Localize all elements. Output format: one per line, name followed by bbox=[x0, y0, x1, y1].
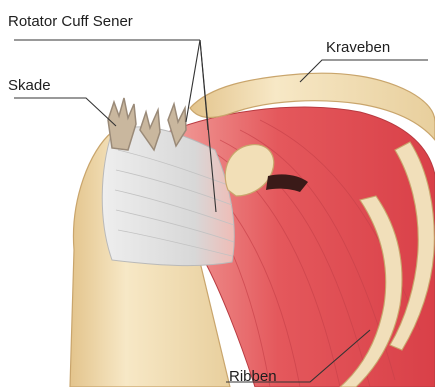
leader-line-skade bbox=[14, 98, 116, 126]
label-rotator-cuff: Rotator Cuff Sener bbox=[8, 14, 133, 29]
label-skade: Skade bbox=[8, 78, 51, 93]
label-ribben: Ribben bbox=[229, 369, 277, 384]
label-kraveben: Kraveben bbox=[326, 40, 390, 55]
